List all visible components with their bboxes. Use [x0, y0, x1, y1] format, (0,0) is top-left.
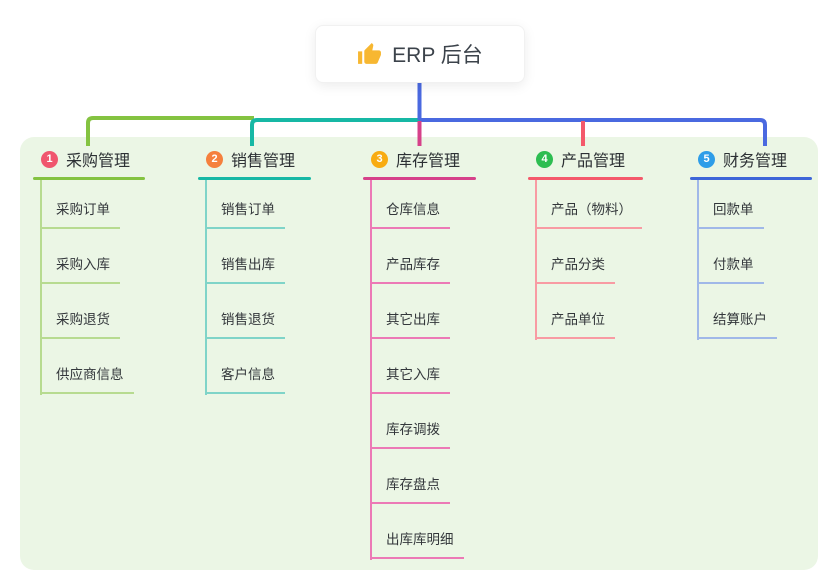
child-node-其它入库[interactable]: 其它入库 [370, 365, 450, 394]
branch-spine [40, 180, 42, 395]
child-node-采购订单[interactable]: 采购订单 [40, 200, 120, 229]
child-node-结算账户[interactable]: 结算账户 [697, 310, 777, 339]
branch-number-badge: 1 [41, 150, 58, 168]
child-node-付款单[interactable]: 付款单 [697, 255, 764, 284]
branch-spine [535, 180, 537, 340]
branch-underline [528, 177, 643, 180]
branch-spine [205, 180, 207, 395]
branch-header-销售管理[interactable]: 2 销售管理 [206, 148, 295, 170]
child-node-库存盘点[interactable]: 库存盘点 [370, 475, 450, 504]
branch-label: 财务管理 [723, 153, 788, 170]
branch-number-badge: 3 [371, 150, 388, 168]
child-node-出库库明细[interactable]: 出库库明细 [370, 530, 464, 559]
branch-label: 采购管理 [66, 153, 131, 170]
child-node-其它出库[interactable]: 其它出库 [370, 310, 450, 339]
branch-header-财务管理[interactable]: 5 财务管理 [698, 148, 787, 170]
child-node-产品库存[interactable]: 产品库存 [370, 255, 450, 284]
branch-label: 产品管理 [561, 153, 626, 170]
child-node-客户信息[interactable]: 客户信息 [205, 365, 285, 394]
child-node-销售退货[interactable]: 销售退货 [205, 310, 285, 339]
thumbs-up-icon [357, 42, 382, 67]
child-node-销售订单[interactable]: 销售订单 [205, 200, 285, 229]
branch-underline [690, 177, 812, 180]
branch-number-badge: 4 [536, 150, 553, 168]
child-node-销售出库[interactable]: 销售出库 [205, 255, 285, 284]
child-node-产品单位[interactable]: 产品单位 [535, 310, 615, 339]
child-node-采购入库[interactable]: 采购入库 [40, 255, 120, 284]
child-node-采购退货[interactable]: 采购退货 [40, 310, 120, 339]
branch-header-产品管理[interactable]: 4 产品管理 [536, 148, 625, 170]
child-node-仓库信息[interactable]: 仓库信息 [370, 200, 450, 229]
branch-underline [33, 177, 145, 180]
branch-header-库存管理[interactable]: 3 库存管理 [371, 148, 460, 170]
child-node-供应商信息[interactable]: 供应商信息 [40, 365, 134, 394]
branch-spine [697, 180, 699, 340]
child-node-产品（物料）[interactable]: 产品（物料） [535, 200, 642, 229]
branch-number-badge: 5 [698, 150, 715, 168]
branch-label: 销售管理 [231, 153, 296, 170]
child-node-产品分类[interactable]: 产品分类 [535, 255, 615, 284]
child-node-回款单[interactable]: 回款单 [697, 200, 764, 229]
branch-label: 库存管理 [396, 153, 461, 170]
branch-underline [363, 177, 476, 180]
child-node-库存调拨[interactable]: 库存调拨 [370, 420, 450, 449]
branch-header-采购管理[interactable]: 1 采购管理 [41, 148, 130, 170]
branch-spine [370, 180, 372, 560]
root-node[interactable]: ERP 后台 [315, 25, 525, 83]
branch-underline [198, 177, 311, 180]
mindmap-panel [20, 137, 818, 570]
root-label: ERP 后台 [392, 44, 483, 67]
branch-number-badge: 2 [206, 150, 223, 168]
